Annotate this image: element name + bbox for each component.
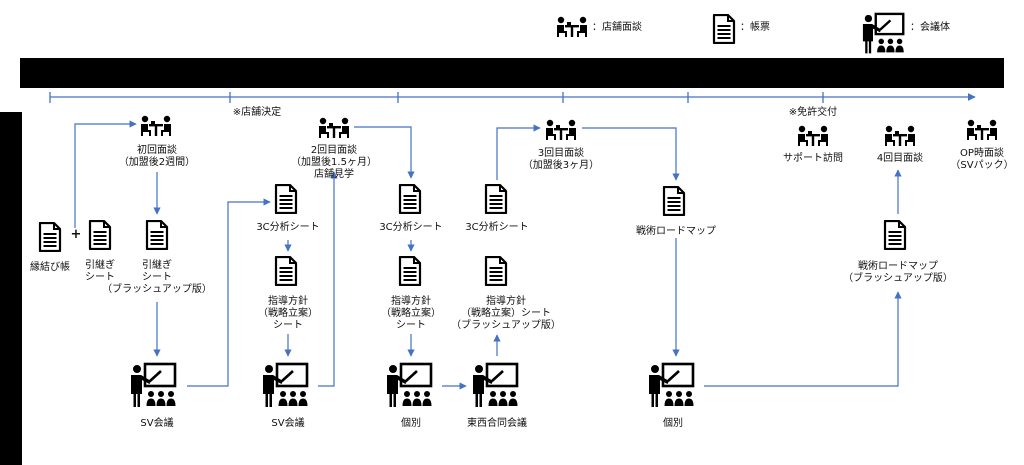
store-decision-note: ※店舗決定 <box>232 107 282 118</box>
roadmap-bu-label: 戦術ロードマップ （ブラッシュアップ版） <box>843 261 953 284</box>
east-west-label: 東西合同会議 <box>467 418 527 429</box>
license-note: ※免許交付 <box>788 107 838 118</box>
individual-a-conference-icon <box>386 362 433 409</box>
legend-form-label: ：帳票 <box>740 22 770 33</box>
guideline-a-label: 指導方針 （戦略立案） シート <box>258 296 318 331</box>
handover-sheet-label: 引継ぎ シート <box>85 260 115 283</box>
legend-meeting-icon <box>557 16 587 37</box>
guideline-c-label: 指導方針 （戦略立案）シート （ブラッシュアップ版） <box>451 296 561 331</box>
arrow-third-to-roadmap <box>582 127 680 181</box>
sv-meeting-a-label: SV会議 <box>140 418 174 429</box>
left-bar <box>0 112 22 465</box>
header-band <box>20 58 1004 88</box>
sheet-3c-b-label: 3C分析シート <box>379 222 443 233</box>
support-visit-meeting-icon <box>798 125 828 146</box>
sheet-3c-a-label: 3C分析シート <box>256 222 320 233</box>
fourth-interview-meeting-icon <box>885 125 915 146</box>
op-interview-label: OP時面談 （SVパック） <box>950 148 1014 171</box>
first-interview-label: 初回面談 （加盟後2週間） <box>118 145 196 168</box>
legend-meeting-label: ：店舗面談 <box>592 22 642 33</box>
second-interview-meeting-icon <box>319 117 349 138</box>
guideline-b-form-icon <box>398 256 422 286</box>
timeline <box>49 92 976 103</box>
roadmap-bu-form-icon <box>883 220 907 250</box>
sheet-3c-a-form-icon <box>274 184 298 214</box>
guideline-c-form-icon <box>484 256 508 286</box>
legend-form-icon <box>712 14 736 44</box>
arrow-sv-b-to-second <box>318 171 338 387</box>
legend-conference-label: ：会議体 <box>910 22 950 33</box>
support-visit-label: サポート訪問 <box>783 153 843 164</box>
plus-sign: + <box>70 227 82 242</box>
arrow-individual-to-roadmap-bu <box>704 291 902 387</box>
arrow-sv-to-3c <box>187 198 271 387</box>
handover-sheet-bu-form-icon <box>145 220 169 250</box>
roadmap-form-icon <box>662 186 686 216</box>
flow-arrows <box>74 120 902 390</box>
sv-meeting-b-conference-icon <box>262 362 309 409</box>
engi-book-label: 縁結び帳 <box>30 262 70 273</box>
engi-book-form-icon <box>38 222 62 252</box>
first-interview-meeting-icon <box>141 115 171 136</box>
sv-meeting-a-conference-icon <box>130 362 177 409</box>
op-interview-meeting-icon <box>967 119 997 140</box>
individual-b-conference-icon <box>648 362 695 409</box>
sheet-3c-b-form-icon <box>398 184 422 214</box>
sv-meeting-b-label: SV会議 <box>271 418 305 429</box>
guideline-b-label: 指導方針 （戦略立案） シート <box>381 296 441 331</box>
individual-a-label: 個別 <box>401 418 421 429</box>
fourth-interview-label: 4回目面談 <box>876 153 924 164</box>
east-west-conference-icon <box>472 362 519 409</box>
roadmap-label: 戦術ロードマップ <box>636 226 716 237</box>
second-interview-label: 2回目面談 （加盟後1.5ヶ月） 店舗見学 <box>291 145 377 180</box>
third-interview-meeting-icon <box>546 119 576 140</box>
handover-sheet-form-icon <box>88 220 112 250</box>
guideline-a-form-icon <box>274 256 298 286</box>
legend-conference-icon <box>862 12 905 55</box>
handover-sheet-bu-label: 引継ぎ シート （ブラッシュアップ版） <box>102 260 212 295</box>
arrow-second-to-3c-b <box>354 126 415 179</box>
sheet-3c-c-label: 3C分析シート <box>465 222 529 233</box>
sheet-3c-c-form-icon <box>484 184 508 214</box>
individual-b-label: 個別 <box>663 418 683 429</box>
arrow-engi-to-first <box>74 120 137 228</box>
third-interview-label: 3回目面談 （加盟後3ヶ月） <box>522 148 600 171</box>
arrow-3c-c-to-third <box>496 124 541 180</box>
